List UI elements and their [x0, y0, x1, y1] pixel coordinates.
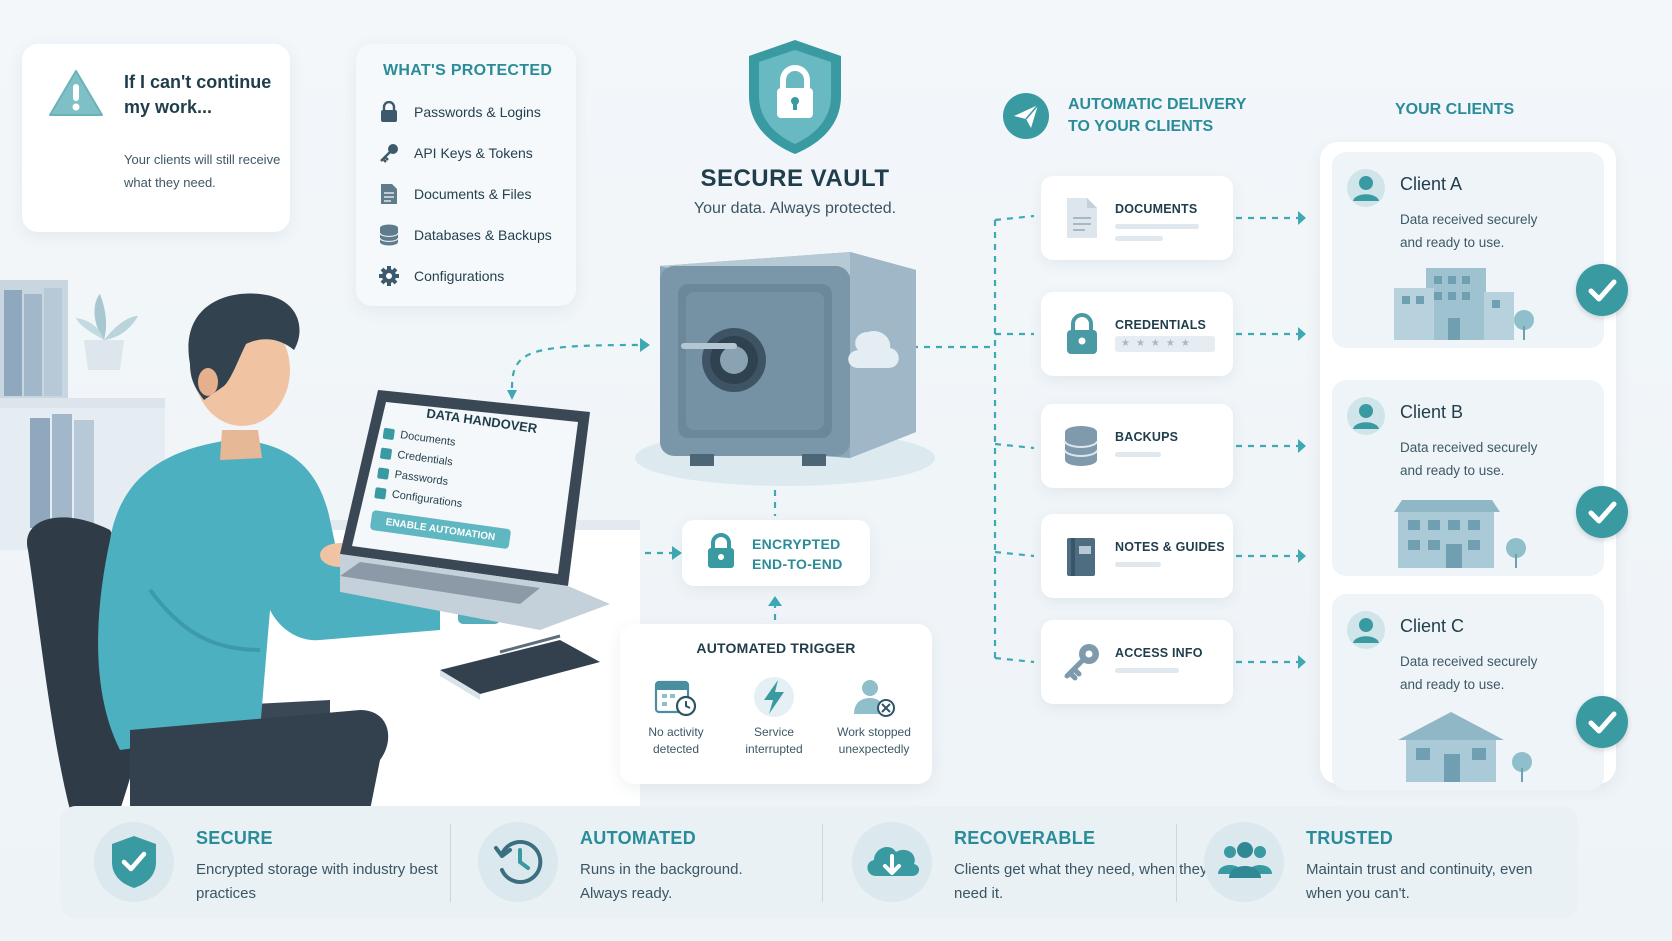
shield-check-icon	[112, 836, 156, 888]
lock-icon	[1067, 313, 1097, 354]
check-icon	[1576, 264, 1628, 316]
lock-icon	[708, 533, 734, 568]
lock-icon	[378, 101, 400, 123]
users-icon	[1218, 842, 1272, 878]
avatar-icon	[1347, 169, 1385, 207]
warning-icon	[49, 70, 103, 116]
lightning-icon	[754, 677, 794, 717]
protected-item-api-keys: API Keys & Tokens	[378, 140, 533, 166]
placeholder-bar	[1115, 224, 1199, 229]
features-bar	[60, 806, 1578, 918]
delivery-item-notes: NOTES & GUIDES	[1041, 514, 1233, 598]
encrypted-label: ENCRYPTED END-TO-END	[752, 536, 843, 572]
protected-item-configurations: Configurations	[378, 263, 504, 289]
warning-title: If I can't continue my work...	[124, 72, 272, 117]
key-icon	[1064, 644, 1099, 681]
client-card-a: Client A Data received securely and read…	[1332, 152, 1604, 348]
clock-icon	[494, 840, 543, 884]
key-icon	[378, 142, 400, 164]
laptop-screen: DATA HANDOVER Documents Credentials Pass…	[363, 400, 576, 605]
placeholder-bar	[1115, 236, 1163, 241]
avatar-icon	[1347, 397, 1385, 435]
calendar-clock-icon	[654, 680, 697, 717]
protected-item-databases: Databases & Backups	[378, 222, 552, 248]
document-icon	[1067, 198, 1097, 238]
safe-illustration	[635, 252, 935, 486]
checkbox-icon	[377, 466, 390, 480]
vault-subtitle: Your data. Always protected.	[693, 200, 897, 217]
delivery-item-documents: DOCUMENTS	[1041, 176, 1233, 260]
placeholder-bar	[1115, 452, 1161, 457]
feature-icon-bg	[1204, 822, 1284, 902]
user-x-icon	[854, 680, 895, 717]
trigger-item-service-interrupted: Service interrupted	[726, 676, 822, 758]
document-icon	[378, 183, 400, 205]
protected-item-passwords: Passwords & Logins	[378, 99, 541, 125]
delivery-item-credentials: CREDENTIALS ★★★★★	[1041, 292, 1233, 376]
delivery-title: AUTOMATIC DELIVERY TO YOUR CLIENTS	[1068, 96, 1247, 135]
avatar-icon	[1347, 611, 1385, 649]
password-dots: ★★★★★	[1115, 336, 1215, 352]
automated-trigger-title: AUTOMATED TRIGGER	[696, 640, 856, 656]
warning-card	[22, 44, 290, 232]
warning-text: Your clients will still receive what the…	[124, 152, 281, 190]
vault-title: SECURE VAULT	[700, 165, 890, 192]
database-icon	[378, 224, 400, 246]
trigger-item-work-stopped: Work stopped unexpectedly	[826, 676, 922, 758]
gear-icon	[378, 265, 400, 287]
feature-divider	[1176, 824, 1177, 902]
office-shelf-illustration	[0, 280, 165, 550]
paper-plane-icon	[1003, 93, 1049, 139]
trigger-item-no-activity: No activity detected	[628, 676, 724, 758]
delivery-item-access-info: ACCESS INFO	[1041, 620, 1233, 704]
book-icon	[1067, 538, 1095, 576]
shield-lock-icon	[749, 40, 841, 154]
placeholder-bar	[1115, 562, 1161, 567]
delivery-item-backups: BACKUPS	[1041, 404, 1233, 488]
checkbox-icon	[382, 427, 396, 440]
cloud-download-icon	[867, 846, 920, 876]
checkbox-icon	[374, 486, 387, 500]
feature-divider	[450, 824, 451, 902]
check-icon	[1576, 486, 1628, 538]
whats-protected-title: WHAT'S PROTECTED	[383, 62, 553, 79]
whats-protected-card	[356, 44, 576, 306]
office-building-illustration	[1394, 268, 1534, 340]
clients-title: YOUR CLIENTS	[1395, 101, 1515, 118]
protected-item-documents: Documents & Files	[378, 181, 531, 207]
placeholder-bar	[1115, 668, 1179, 673]
check-icon	[1576, 696, 1628, 748]
database-icon	[1064, 426, 1098, 466]
feature-divider	[822, 824, 823, 902]
client-card-b: Client B Data received securely and read…	[1332, 380, 1604, 576]
client-card-c: Client C Data received securely and read…	[1332, 594, 1604, 790]
house-illustration	[1398, 712, 1532, 782]
checkbox-icon	[379, 447, 393, 460]
office-building-illustration	[1394, 500, 1526, 568]
